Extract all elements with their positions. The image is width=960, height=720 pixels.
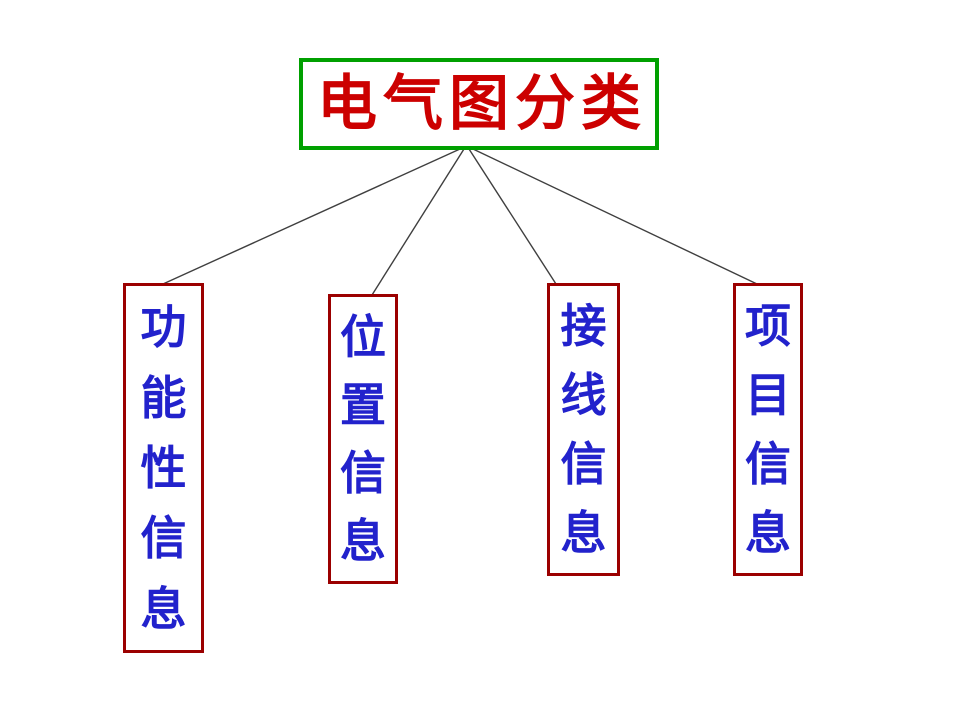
connector-line-project-info	[472, 148, 758, 285]
node-wiring-info: 接线信息	[547, 283, 620, 576]
node-functional-info: 功能性信息	[123, 283, 204, 653]
node-label-char: 接	[560, 299, 607, 354]
node-label-char: 信	[560, 436, 607, 491]
node-label-char: 项	[745, 299, 791, 354]
node-label-char: 信	[140, 511, 187, 566]
node-label-char: 息	[340, 514, 386, 568]
connector-line-functional-info	[162, 148, 461, 285]
connector-line-location-info	[371, 148, 465, 296]
node-label-char: 目	[745, 368, 791, 423]
node-label-char: 性	[140, 440, 187, 495]
node-label-char: 信	[745, 436, 791, 491]
root-node-label: 电气图分类	[317, 69, 647, 139]
node-location-info: 位置信息	[328, 294, 398, 584]
node-label-char: 位	[340, 310, 386, 364]
root-node-box: 电气图分类	[299, 58, 659, 150]
node-label-char: 功	[140, 300, 187, 355]
node-project-info: 项目信息	[733, 283, 803, 576]
node-label-char: 置	[340, 378, 386, 432]
node-label-char: 线	[560, 368, 607, 423]
node-label-char: 息	[140, 581, 187, 636]
node-label-char: 能	[140, 370, 187, 425]
node-label-char: 息	[745, 505, 791, 560]
node-label-char: 信	[340, 446, 386, 500]
connector-line-wiring-info	[468, 148, 557, 285]
node-label-char: 息	[560, 505, 607, 560]
